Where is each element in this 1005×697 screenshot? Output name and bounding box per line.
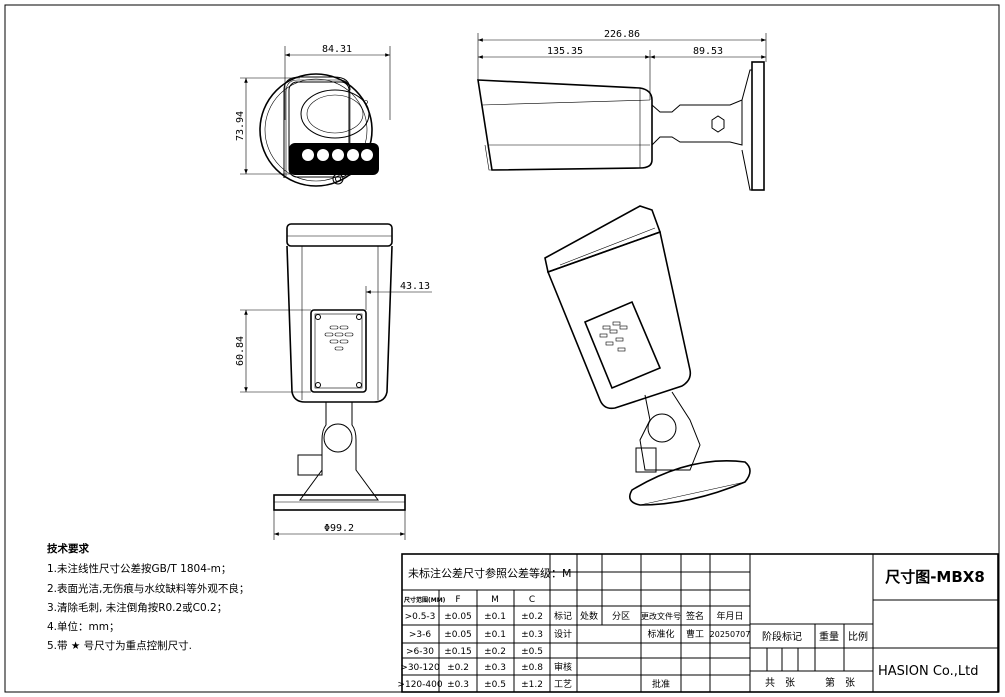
technical-notes: 技术要求 1.未注线性尺寸公差按GB/T 1804-m； 2.表面光洁,无伤痕与… [47, 542, 249, 652]
ir-led-array [302, 149, 373, 161]
rear-view: 43.13 60.84 Φ99.2 [235, 223, 432, 540]
tolerance-header: 尺寸范围(MM) [404, 596, 446, 604]
rear-plate-offset-dim: 43.13 [400, 281, 430, 292]
tolerance-cell: ±0.8 [521, 663, 543, 673]
drawing-title: 尺寸图-MBX8 [885, 568, 985, 586]
note-item: 3.清除毛刺, 未注倒角按R0.2或C0.2； [47, 601, 227, 614]
front-view: 84.31 73.94 [235, 44, 391, 187]
iso-rear-plate [583, 300, 662, 390]
note-item: 4.单位：mm； [47, 620, 119, 633]
note-item: 2.表面光洁,无伤痕与水纹缺料等外观不良； [47, 582, 249, 595]
revision-header: 更改文件号 [641, 611, 681, 621]
review-label: 审核 [554, 661, 572, 673]
notes-title: 技术要求 [47, 542, 89, 555]
side-total-length-dim: 226.86 [604, 29, 640, 40]
tolerance-cell: >0.5-3 [405, 612, 436, 622]
scale-label: 比例 [848, 630, 868, 643]
title-info: 尺寸图-MBX8 阶段标记 重量 比例 共 张 第 张 HASION Co.,L… [762, 568, 985, 689]
tolerance-cell: ±0.1 [484, 612, 506, 622]
revision-header: 分区 [612, 611, 630, 622]
tolerance-cell: >6-30 [406, 647, 434, 657]
revision-header: 年月日 [716, 610, 743, 622]
process-label: 工艺 [554, 679, 572, 690]
tolerance-cell: ±0.2 [484, 647, 506, 657]
front-width-dim: 84.31 [322, 44, 352, 55]
vent-slots [324, 325, 354, 351]
tolerance-cell: ±0.2 [521, 612, 543, 622]
base-diameter-dim: Φ99.2 [324, 523, 354, 534]
total-sheets-label: 共 张 [765, 677, 795, 689]
side-body-length-dim: 135.35 [547, 46, 583, 57]
standardize-label: 标准化 [647, 628, 674, 640]
tolerance-cell: ±0.2 [447, 663, 469, 673]
revision-block: 标记 处数 分区 更改文件号 签名 年月日 设计 标准化 曹工 20250707… [554, 610, 750, 690]
tolerance-header: C [529, 595, 535, 605]
tolerance-cell: >3-6 [409, 630, 432, 640]
revision-header: 处数 [580, 610, 598, 622]
front-height-dim: 73.94 [235, 111, 246, 141]
side-view: 226.86 135.35 89.53 [477, 29, 767, 191]
tolerance-cell: ±0.3 [521, 630, 543, 640]
tolerance-cell: ±0.05 [444, 630, 472, 640]
tolerance-cell: >120-400 [397, 680, 442, 690]
revision-header: 标记 [554, 610, 572, 622]
rear-plate [310, 309, 367, 393]
company-name: HASION Co.,Ltd [878, 664, 979, 679]
side-mount-length-dim: 89.53 [693, 46, 723, 57]
signer-name: 曹工 [686, 628, 704, 640]
tolerance-cell: ±0.5 [484, 680, 506, 690]
weight-label: 重量 [819, 630, 839, 643]
tolerance-table: 未标注公差尺寸参照公差等级：M 尺寸范围(MM) F M C >0.5-3 ±0… [397, 566, 571, 690]
isometric-view [544, 205, 751, 506]
tolerance-cell: >30-120 [400, 663, 440, 673]
tolerance-cell: ±0.1 [484, 630, 506, 640]
mount-nut-icon [711, 115, 725, 133]
sheet-number-label: 第 张 [825, 676, 855, 689]
tolerance-header: F [455, 595, 460, 605]
tolerance-cell: ±0.3 [447, 680, 469, 690]
revision-date: 20250707 [710, 630, 751, 639]
revision-header: 签名 [686, 610, 704, 622]
tolerance-header: M [491, 595, 499, 605]
tolerance-cell: ±0.05 [444, 612, 472, 622]
stage-mark-label: 阶段标记 [762, 630, 802, 643]
rear-plate-height-dim: 60.84 [235, 336, 246, 366]
tolerance-title: 未标注公差尺寸参照公差等级：M [408, 566, 572, 580]
title-block [401, 553, 999, 693]
tolerance-cell: ±0.3 [484, 663, 506, 673]
tolerance-cell: ±0.5 [521, 647, 543, 657]
note-item: 5.带 ★ 号尺寸为重点控制尺寸. [47, 639, 192, 652]
design-label: 设计 [554, 628, 572, 640]
approve-label: 批准 [652, 678, 670, 690]
tolerance-cell: ±1.2 [521, 680, 543, 690]
note-item: 1.未注线性尺寸公差按GB/T 1804-m； [47, 562, 231, 575]
tolerance-cell: ±0.15 [444, 647, 472, 657]
